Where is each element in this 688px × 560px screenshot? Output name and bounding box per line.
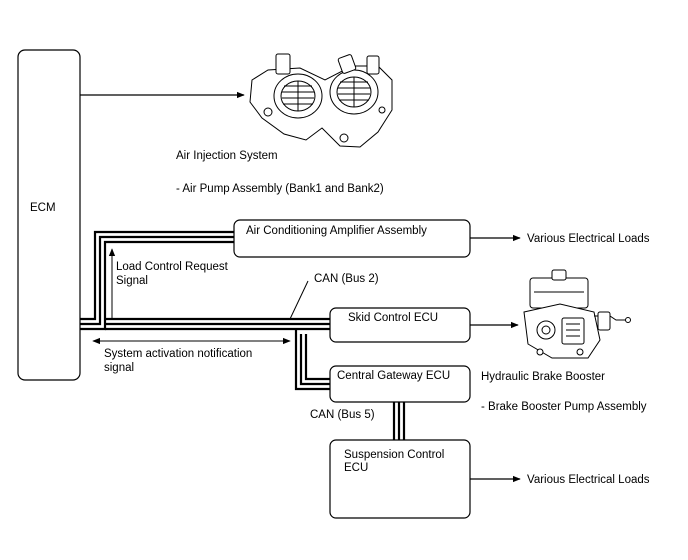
brake-booster-title: Hydraulic Brake Booster <box>481 371 605 383</box>
air-injection-title: Air Injection System <box>176 150 278 162</box>
activation-label-line2: signal <box>104 362 134 374</box>
ecm-ac-amplifier-bus <box>80 230 234 331</box>
can-bus-5-line <box>392 402 406 440</box>
can-bus-5-label: CAN (Bus 5) <box>310 409 375 421</box>
load-control-label-line2: Signal <box>116 275 148 287</box>
skid-control-label: Skid Control ECU <box>348 312 438 324</box>
suspension-control-label-line2: ECU <box>344 462 368 474</box>
air-injection-detail: - Air Pump Assembly (Bank1 and Bank2) <box>176 183 384 195</box>
central-gateway-label: Central Gateway ECU <box>337 370 450 382</box>
ecm-label: ECM <box>30 202 56 214</box>
various-loads-top: Various Electrical Loads <box>527 233 650 245</box>
activation-label-line1: System activation notification <box>104 348 252 360</box>
ecm-box <box>17 49 81 381</box>
load-control-label-line1: Load Control Request <box>116 261 229 273</box>
gateway-bus-line <box>294 329 330 391</box>
can-bus-2-label: CAN (Bus 2) <box>314 273 379 285</box>
various-loads-bottom: Various Electrical Loads <box>527 474 650 486</box>
can-bus-2-leader <box>289 280 309 320</box>
brake-booster-icon <box>523 269 631 359</box>
can-bus-2-line <box>105 317 330 331</box>
brake-booster-detail: - Brake Booster Pump Assembly <box>481 401 647 413</box>
air-pump-assembly-icon <box>249 53 393 148</box>
ac-amplifier-label: Air Conditioning Amplifier Assembly <box>246 225 427 237</box>
suspension-control-label-line1: Suspension Control <box>344 449 444 461</box>
